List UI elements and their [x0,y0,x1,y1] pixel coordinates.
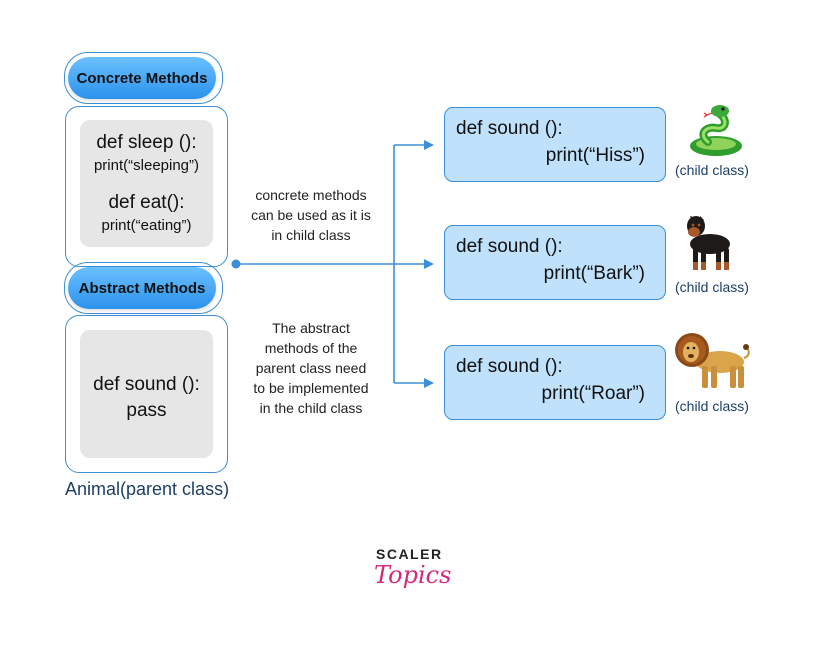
abstract-sound-body: pass [126,400,167,421]
child-class-box-lion: def sound (): print(“Roar”) [444,345,666,420]
child-class-tag: (child class) [675,162,749,178]
sleep-body: print(“sleeping”) [93,157,200,174]
child-sound-body: print(“Bark”) [543,263,645,284]
abstract-note: The abstract methods of the parent class… [236,318,386,418]
connector-origin-dot [231,259,241,269]
parent-class-outline-bottom [65,315,228,473]
scaler-topics-logo: SCALER Topics [368,546,452,608]
logo-topics-text: Topics [374,561,452,589]
child-class-box-snake: def sound (): print(“Hiss”) [444,107,666,182]
eat-def: def eat(): [108,192,185,213]
child-sound-body: print(“Hiss”) [545,145,645,166]
child-sound-def: def sound (): [456,236,563,257]
concrete-note-line: can be used as it is [251,207,371,223]
concrete-note-line: in child class [271,227,351,243]
abstract-note-line: methods of the [264,340,358,356]
eat-body: print(“eating”) [101,217,192,234]
concrete-methods-pill-ring [64,52,223,104]
abstract-code-box: def sound (): pass [80,330,213,458]
child-class-tag: (child class) [675,398,749,414]
sleep-def: def sleep (): [96,132,197,153]
concrete-note-line: concrete methods [255,187,367,203]
child-sound-def: def sound (): [456,356,563,377]
abstract-note-line: to be implemented [253,380,369,396]
concrete-note: concrete methods can be used as it is in… [236,185,386,245]
arrowhead-bark [424,259,434,269]
child-sound-body: print(“Roar”) [541,383,645,404]
arrowhead-roar [424,378,434,388]
abstract-methods-pill-ring [64,262,223,314]
snake-icon [690,105,742,156]
abstract-note-line: in the child class [259,400,363,416]
child-sound-def: def sound (): [456,118,563,139]
abstract-note-line: The abstract [272,320,350,336]
dog-icon [687,216,730,270]
parent-class-outline-top [65,106,228,267]
logo-scaler-text: SCALER [376,546,443,562]
parent-class-caption: Animal(parent class) [65,479,230,499]
concrete-code-box: def sleep (): print(“sleeping”) def eat(… [80,120,213,247]
arrowhead-hiss [424,140,434,150]
abstract-sound-def: def sound (): [93,374,200,395]
lion-icon [675,333,750,388]
abstract-note-line: parent class need [255,360,367,376]
child-class-tag: (child class) [675,279,749,295]
abstract-methods-label: Abstract Methods [68,267,216,309]
concrete-methods-label: Concrete Methods [68,57,216,99]
child-class-box-dog: def sound (): print(“Bark”) [444,225,666,300]
